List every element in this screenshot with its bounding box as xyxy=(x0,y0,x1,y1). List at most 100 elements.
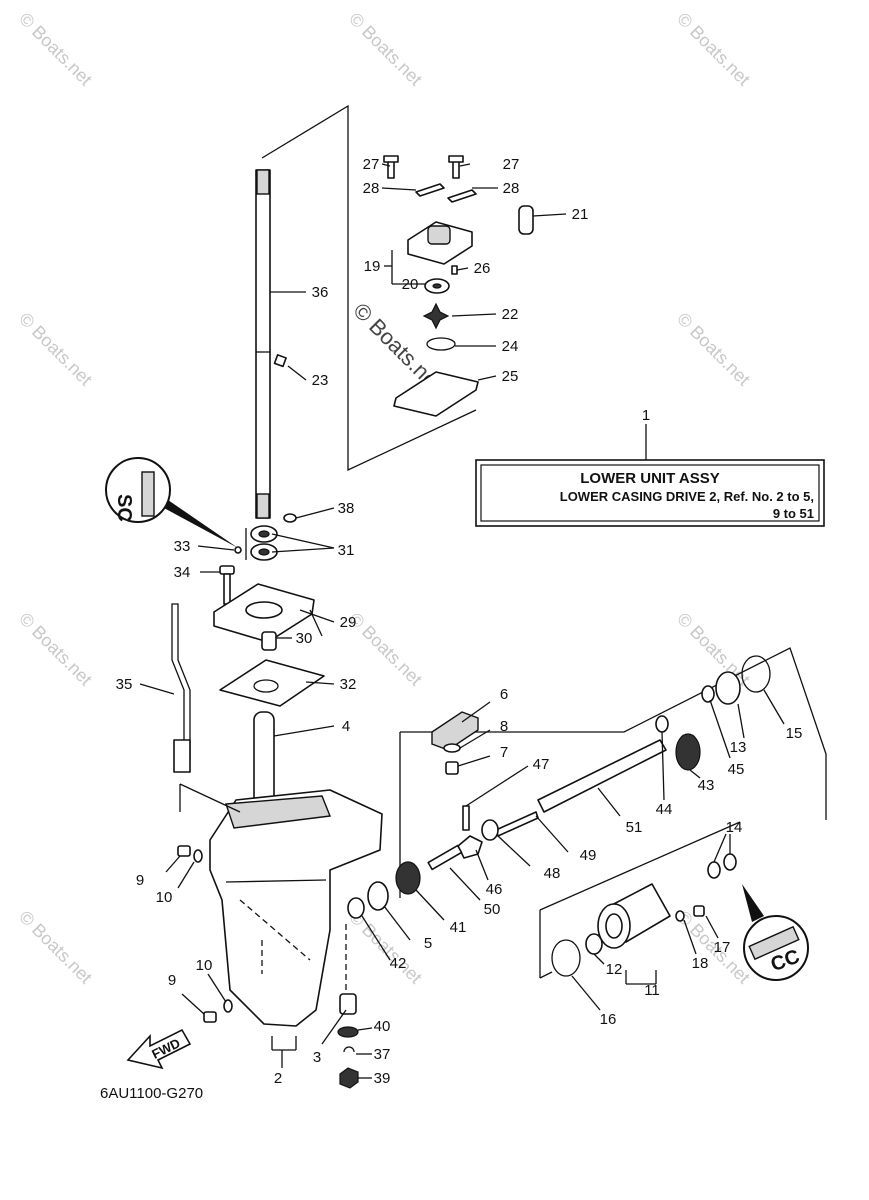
fwd-label: FWD xyxy=(149,1035,182,1061)
callout-5: 5 xyxy=(424,935,432,952)
washer-40 xyxy=(337,1026,359,1038)
callout-10-lower: 10 xyxy=(196,957,213,974)
callout-21: 21 xyxy=(572,206,589,223)
drive-shaft xyxy=(255,169,271,519)
prop-shaft-assembly xyxy=(347,655,771,919)
pin-47 xyxy=(462,805,470,831)
ref-box-line1: LOWER CASING DRIVE 2, Ref. No. 2 to 5, xyxy=(560,489,814,504)
callout-30: 30 xyxy=(296,630,313,647)
cotter-pin-37 xyxy=(343,1046,355,1053)
callout-42: 42 xyxy=(390,955,407,972)
callout-28-left: 28 xyxy=(363,180,380,197)
plate-28-left xyxy=(415,183,445,197)
washer-18 xyxy=(675,910,685,922)
watermark: © Boats.net xyxy=(345,609,426,690)
group-frame-upper xyxy=(261,104,477,472)
callout-34: 34 xyxy=(174,564,191,581)
callout-13: 13 xyxy=(730,739,747,756)
callout-39: 39 xyxy=(374,1070,391,1087)
sealant-cc-marker: CC xyxy=(742,884,809,981)
callout-51: 51 xyxy=(626,819,643,836)
callout-46: 46 xyxy=(486,881,503,898)
callout-6: 6 xyxy=(500,686,508,703)
bearing-housing-29 xyxy=(213,565,325,707)
washer-8 xyxy=(443,743,461,753)
callout-38: 38 xyxy=(338,500,355,517)
lower-casing xyxy=(209,789,383,1027)
callout-19: 19 xyxy=(364,258,381,275)
bolt-34 xyxy=(223,573,231,605)
gasket-32 xyxy=(219,659,325,707)
pin-26 xyxy=(451,265,458,275)
callout-28-right: 28 xyxy=(503,180,520,197)
water-pump xyxy=(273,155,534,417)
gear-41 xyxy=(395,861,421,895)
callout-27-left: 27 xyxy=(363,156,380,173)
o-ring-15 xyxy=(741,655,771,693)
callout-7: 7 xyxy=(500,744,508,761)
callout-8: 8 xyxy=(500,718,508,735)
plate-28-right xyxy=(447,189,477,203)
gear-43 xyxy=(675,733,701,771)
callout-16: 16 xyxy=(600,1011,617,1028)
callout-4: 4 xyxy=(342,718,350,735)
watermark: © Boats.net xyxy=(673,9,754,90)
pin-50 xyxy=(427,844,463,871)
shift-rod-35 xyxy=(171,603,191,761)
bolt-7 xyxy=(445,761,459,775)
bolt-17 xyxy=(693,905,705,917)
callout-10-upper: 10 xyxy=(156,889,173,906)
callout-9-lower: 9 xyxy=(168,972,176,989)
callout-35: 35 xyxy=(116,676,133,693)
callout-14: 14 xyxy=(726,819,743,836)
ref-box-title: LOWER UNIT ASSY xyxy=(580,470,719,487)
callout-47: 47 xyxy=(533,756,550,773)
callout-48: 48 xyxy=(544,865,561,882)
callout-32: 32 xyxy=(340,676,357,693)
callout-33: 33 xyxy=(174,538,191,555)
callout-40: 40 xyxy=(374,1018,391,1035)
prop-shaft-housing xyxy=(551,853,737,977)
ref-box-line2: 9 to 51 xyxy=(773,506,814,521)
callout-17: 17 xyxy=(714,939,731,956)
callout-44: 44 xyxy=(656,801,673,818)
drive-shaft-spline-top xyxy=(256,169,270,195)
watermark: © Boats.net xyxy=(673,309,754,390)
callout-50: 50 xyxy=(484,901,501,918)
callout-27-right: 27 xyxy=(503,156,520,173)
callout-37: 37 xyxy=(374,1046,391,1063)
spring-49 xyxy=(495,811,539,837)
sealant-sc-marker: SC xyxy=(105,457,238,548)
pump-tube-21 xyxy=(518,205,534,235)
nut-39 xyxy=(339,1067,359,1089)
watermark: © Boats.net xyxy=(345,907,426,988)
drawing-code: 6AU1100-G270 xyxy=(100,1085,203,1102)
bushing-30 xyxy=(261,631,277,651)
callout-1: 1 xyxy=(642,407,650,424)
washer-10-lower xyxy=(223,999,233,1013)
callout-36: 36 xyxy=(312,284,329,301)
ball-33 xyxy=(234,546,242,554)
washer-45 xyxy=(701,685,715,703)
watermark: © Boats.net xyxy=(345,9,426,90)
anode-6 xyxy=(431,711,479,751)
seal-14a xyxy=(707,861,721,879)
watermark: © Boats.net xyxy=(15,907,96,988)
bolt-9-lower xyxy=(203,1011,217,1023)
circlip-38 xyxy=(283,513,297,523)
callout-18: 18 xyxy=(692,955,709,972)
callout-9-upper: 9 xyxy=(136,872,144,889)
watermark: © Boats.net xyxy=(15,309,96,390)
callout-24: 24 xyxy=(502,338,519,355)
callout-43: 43 xyxy=(698,777,715,794)
callout-11: 11 xyxy=(644,982,660,999)
callout-45: 45 xyxy=(728,761,745,778)
bolt-9-upper xyxy=(177,845,191,857)
callout-23: 23 xyxy=(312,372,329,389)
shift-rod-end xyxy=(173,739,191,773)
callout-31: 31 xyxy=(338,542,355,559)
o-ring-16 xyxy=(551,939,581,977)
propeller-shaft-51 xyxy=(537,739,667,813)
watermark: © Boats.net xyxy=(15,609,96,690)
